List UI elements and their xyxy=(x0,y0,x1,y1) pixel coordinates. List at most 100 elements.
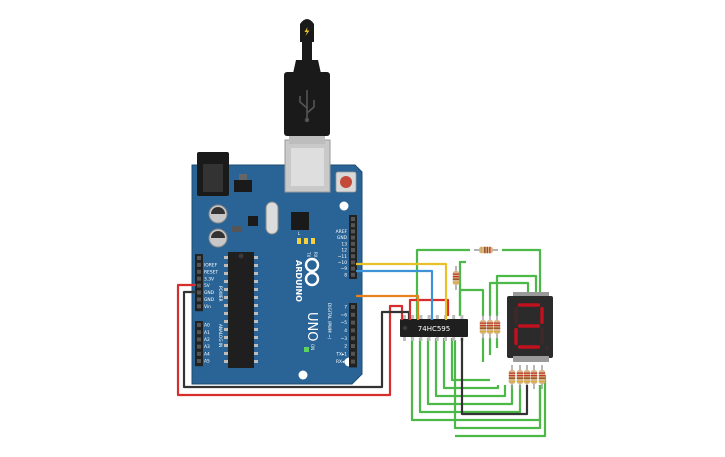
green-wire[interactable] xyxy=(455,375,547,438)
ic-pin[interactable] xyxy=(435,315,439,320)
header-pin[interactable] xyxy=(351,351,355,356)
signal-wire-group[interactable] xyxy=(176,262,529,416)
resistor-band xyxy=(530,381,538,383)
green-wire[interactable] xyxy=(458,260,466,316)
header-pin[interactable] xyxy=(351,241,355,246)
ic-pin[interactable] xyxy=(419,315,423,320)
resistor[interactable] xyxy=(538,365,546,389)
ic-pin[interactable] xyxy=(411,315,415,320)
header-pin[interactable] xyxy=(351,320,355,325)
green-wire[interactable] xyxy=(442,338,500,390)
green-wire[interactable] xyxy=(450,338,490,382)
red-wire-5v[interactable] xyxy=(176,283,404,397)
green-wire-group[interactable] xyxy=(410,248,547,438)
header-pin[interactable] xyxy=(197,290,201,295)
ic-pin[interactable] xyxy=(444,336,447,341)
chip-pin xyxy=(224,296,228,299)
header-pin[interactable] xyxy=(351,359,355,364)
header-pin[interactable] xyxy=(351,305,355,309)
header-pin[interactable] xyxy=(351,272,355,277)
header-pin[interactable] xyxy=(197,304,201,309)
resistor-band xyxy=(452,276,460,278)
blue-wire-pin11[interactable] xyxy=(356,269,434,320)
header-pin[interactable] xyxy=(197,351,201,356)
pin-label: 5V xyxy=(204,283,210,289)
header-pin[interactable] xyxy=(351,344,355,348)
header-pin[interactable] xyxy=(351,217,355,221)
chip-pin xyxy=(254,320,258,323)
header-pin[interactable] xyxy=(351,229,355,234)
usb-cable[interactable] xyxy=(284,19,330,144)
yellow-wire-pin12[interactable] xyxy=(356,262,448,320)
segment-a xyxy=(518,303,540,307)
header-pin[interactable] xyxy=(351,235,355,240)
ic-body xyxy=(400,319,468,337)
header-pin[interactable] xyxy=(351,254,355,259)
ic-pin[interactable] xyxy=(411,336,415,341)
resistor[interactable] xyxy=(486,315,494,339)
red-wire-vcc[interactable] xyxy=(408,298,450,320)
header-pin[interactable] xyxy=(197,283,201,288)
pin-label: ~3 xyxy=(341,336,348,342)
green-wire[interactable] xyxy=(488,281,530,316)
header-pin[interactable] xyxy=(197,359,201,363)
header-pin[interactable] xyxy=(351,260,355,265)
header-pin[interactable] xyxy=(351,328,355,333)
header-pin[interactable] xyxy=(351,248,355,252)
pin-label: GND xyxy=(337,235,348,241)
ic-pin[interactable] xyxy=(427,315,431,320)
green-wire[interactable] xyxy=(453,340,542,430)
pin-label: ~5 xyxy=(341,320,348,326)
usb-icon xyxy=(299,90,315,123)
resistor[interactable] xyxy=(479,315,487,339)
pin-label: 13 xyxy=(341,241,347,247)
header-pin[interactable] xyxy=(197,323,201,327)
ic-pin[interactable] xyxy=(452,336,456,341)
orange-wire-pin8[interactable] xyxy=(356,294,420,320)
shift-register-74hc595[interactable]: 74HC595 xyxy=(400,315,468,341)
digital-header-label: DIGITAL (PWM ~) xyxy=(327,303,332,339)
black-wire-display-gnd[interactable] xyxy=(460,338,529,416)
green-wire[interactable] xyxy=(418,338,522,414)
resistor[interactable] xyxy=(530,365,538,389)
seven-segment-display[interactable]: 2 xyxy=(0,0,553,362)
green-wire[interactable] xyxy=(458,288,485,316)
header-pin[interactable] xyxy=(197,344,201,349)
header-pin[interactable] xyxy=(351,336,355,341)
header-pin[interactable] xyxy=(351,266,355,271)
resistor[interactable] xyxy=(474,246,498,254)
ic-pin[interactable] xyxy=(460,315,464,320)
ic-pin[interactable] xyxy=(403,315,406,320)
pin-label: RESET xyxy=(204,269,218,275)
header-pin[interactable] xyxy=(197,297,201,302)
reset-button[interactable] xyxy=(340,176,352,188)
arduino-uno-board[interactable]: TX RX L ARDUINO UNO ON POWER ANALOG IN D… xyxy=(191,139,363,385)
chip-pin xyxy=(224,280,228,283)
resistor-group xyxy=(452,246,546,389)
resistor[interactable] xyxy=(516,365,524,389)
resistor[interactable] xyxy=(452,266,460,290)
chip-pin xyxy=(254,312,258,315)
green-wire[interactable] xyxy=(426,338,514,406)
header-pin[interactable] xyxy=(197,262,201,267)
smd-component xyxy=(232,226,242,232)
ic-pin[interactable] xyxy=(452,315,456,320)
header-pin[interactable] xyxy=(197,330,201,335)
header-pin[interactable] xyxy=(351,312,355,317)
ic-pin[interactable] xyxy=(427,336,431,341)
ic-pin[interactable] xyxy=(403,336,406,341)
header-pin[interactable] xyxy=(197,256,201,260)
green-wire[interactable] xyxy=(415,248,470,320)
header-pin[interactable] xyxy=(197,337,201,342)
pin-label: A1 xyxy=(204,330,210,336)
header-pin[interactable] xyxy=(197,276,201,281)
ic-pin[interactable] xyxy=(435,336,439,341)
green-wire[interactable] xyxy=(495,274,538,316)
resistor[interactable] xyxy=(508,365,516,389)
resistor[interactable] xyxy=(493,315,501,339)
header-pin[interactable] xyxy=(351,223,355,228)
header-pin[interactable] xyxy=(197,269,201,274)
green-wire[interactable] xyxy=(434,338,507,398)
ic-pin[interactable] xyxy=(419,336,423,341)
